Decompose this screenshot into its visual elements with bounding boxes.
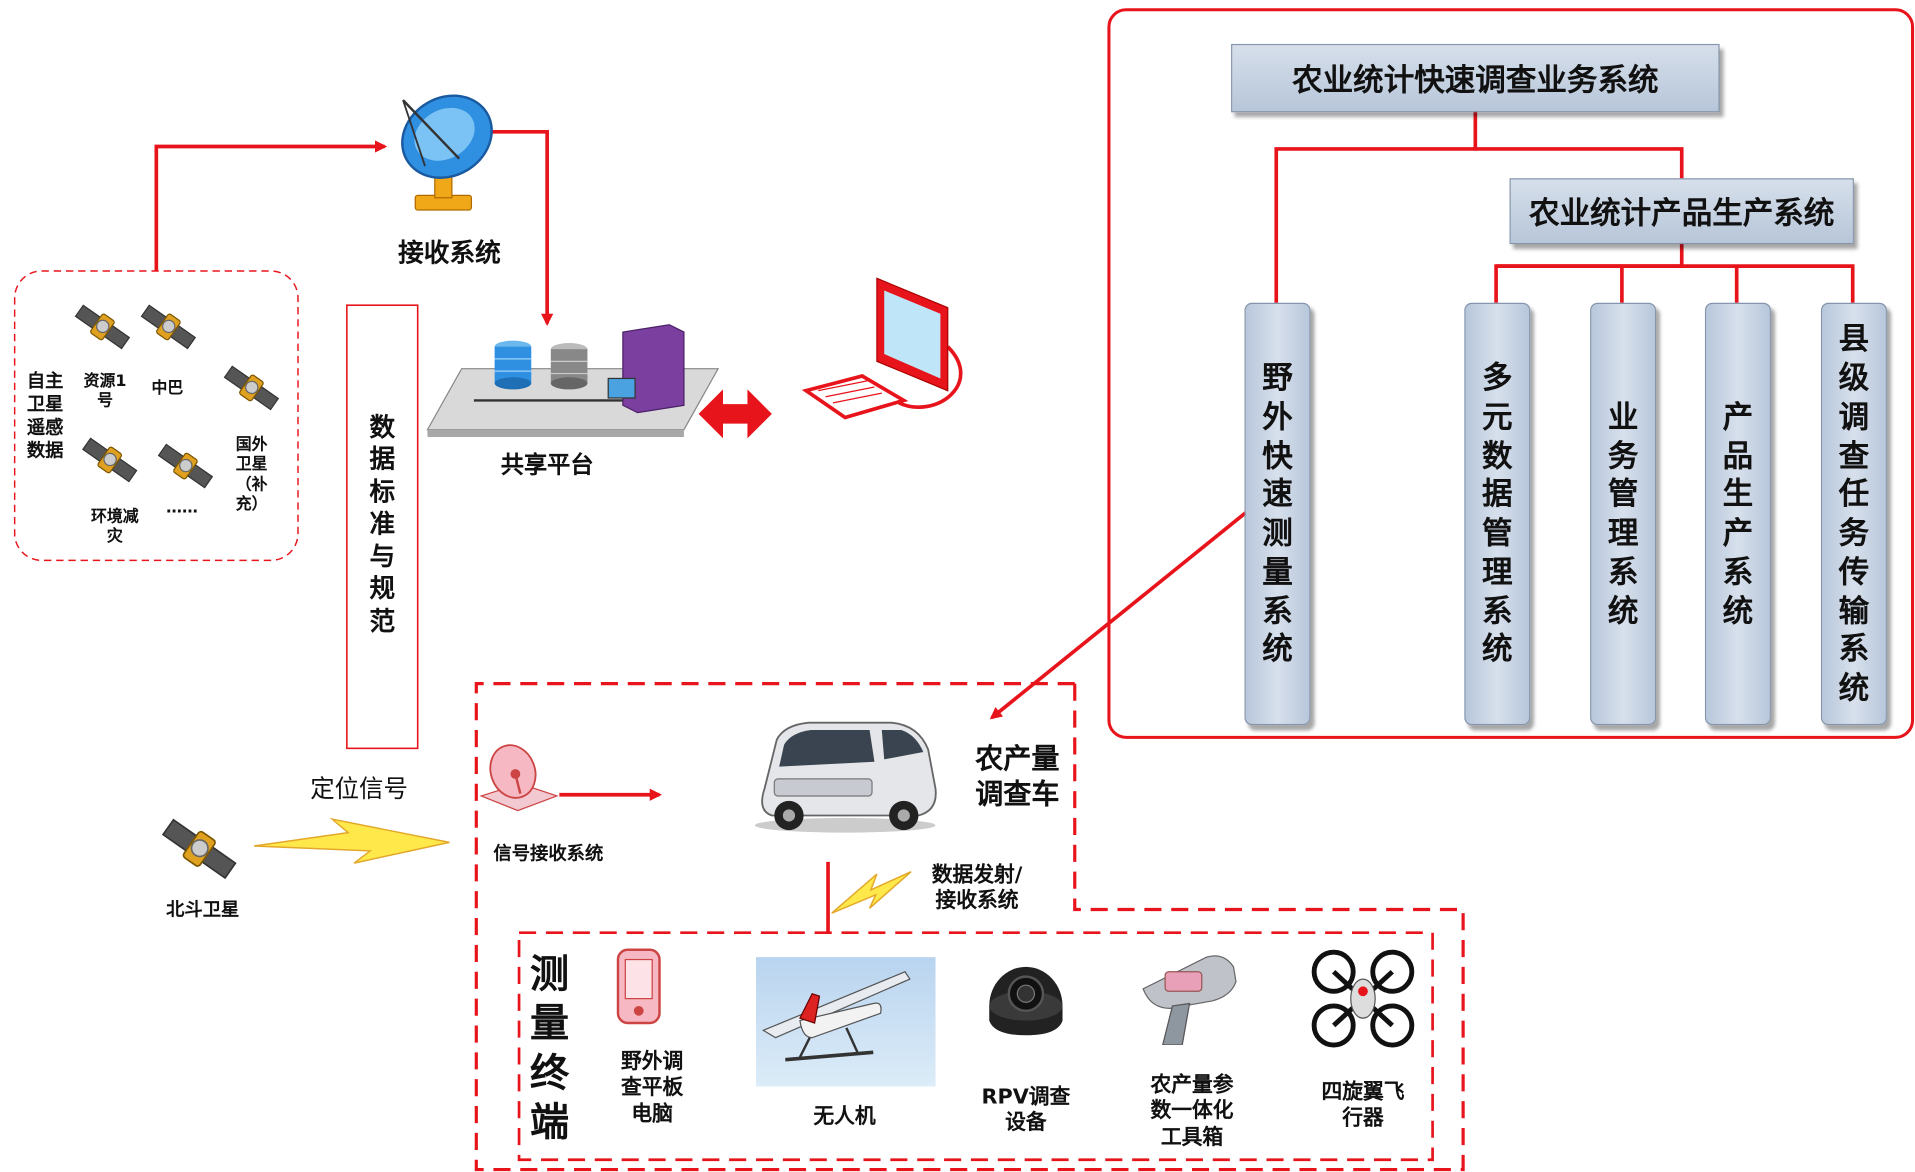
satellite-icon <box>223 365 280 411</box>
beidou-satellite-icon <box>161 818 237 880</box>
multi-data-label: 多元数据管理系统 <box>1482 360 1513 667</box>
more-label: …… <box>166 499 198 518</box>
satellite-icon <box>74 304 131 350</box>
uav-photo <box>755 957 936 1087</box>
tablet-label: 野外调查平板电脑 <box>621 1049 684 1127</box>
quadrotor-label: 四旋翼飞行器 <box>1321 1080 1405 1131</box>
double-arrow <box>698 389 772 439</box>
positioning-lightning <box>253 817 450 864</box>
business-system-title-box: 农业统计快速调查业务系统 <box>1231 43 1720 113</box>
terminals-title: 测量终端 <box>530 951 570 1146</box>
ziyuan-label: 资源1号 <box>83 372 127 411</box>
rpv-label: RPV调查设备 <box>981 1085 1071 1136</box>
standards-label: 数据标准与规范 <box>369 412 396 636</box>
toolkit-icon <box>1142 955 1237 1046</box>
satellite-icon <box>140 304 197 350</box>
receiver-to-platform-arrow <box>482 130 554 326</box>
tree-lines <box>1274 109 1855 303</box>
survey-vehicle-label: 农产量调查车 <box>975 743 1060 811</box>
business-mgmt-box: 业务管理系统 <box>1590 302 1657 726</box>
product-system-label: 农业统计产品生产系统 <box>1529 195 1835 231</box>
county-task-box: 县级调查任务传输系统 <box>1820 302 1887 726</box>
rpv-camera-icon <box>989 966 1063 1036</box>
foreign-sat-label: 国外卫星（补充） <box>235 435 268 515</box>
terminals-frame <box>517 931 1434 1162</box>
product-prod-label: 产品生产系统 <box>1722 398 1754 629</box>
data-tx-label: 数据发射/接收系统 <box>931 863 1023 914</box>
satellite-icon <box>157 443 214 489</box>
beidou-label: 北斗卫星 <box>166 898 240 921</box>
uav-label: 无人机 <box>813 1104 876 1130</box>
signal-dish-icon <box>479 744 559 812</box>
field-survey-box: 野外快速测量系统 <box>1244 302 1311 726</box>
survey-vehicle-icon <box>754 721 937 833</box>
business-system-frame <box>1107 8 1915 739</box>
vehicle-survey-frame <box>474 682 1465 1172</box>
receiving-system-label: 接收系统 <box>398 238 501 268</box>
own-satellite-label: 自主卫星遥感数据 <box>26 369 64 462</box>
signal-receiving-label: 信号接收系统 <box>493 842 604 865</box>
tablet-icon <box>616 948 661 1025</box>
county-task-label: 县级调查任务传输系统 <box>1838 321 1870 706</box>
field-to-vehicle-arrow <box>989 511 1247 720</box>
business-system-title: 农业统计快速调查业务系统 <box>1292 62 1659 98</box>
satellite-icon <box>82 437 138 483</box>
positioning-signal-label: 定位信号 <box>310 773 408 804</box>
toolkit-label: 农产量参数一体化工具箱 <box>1150 1073 1234 1150</box>
product-prod-box: 产品生产系统 <box>1704 302 1771 726</box>
shared-platform-label: 共享平台 <box>500 451 594 479</box>
quadrotor-icon <box>1311 949 1415 1048</box>
product-system-box: 农业统计产品生产系统 <box>1509 178 1854 245</box>
multi-data-box: 多元数据管理系统 <box>1464 302 1531 726</box>
huanjing-label: 环境减灾 <box>90 507 139 547</box>
standards-frame <box>346 304 419 750</box>
zhongba-label: 中巴 <box>151 379 184 398</box>
satellite-dish-icon <box>401 94 493 211</box>
sat-to-receiver-arrow <box>154 140 388 272</box>
server-platform-icon <box>426 324 720 438</box>
computer-icon <box>801 277 963 420</box>
field-survey-label: 野外快速测量系统 <box>1262 360 1293 667</box>
business-mgmt-label: 业务管理系统 <box>1607 398 1639 629</box>
data-tx-lightning <box>831 870 912 914</box>
